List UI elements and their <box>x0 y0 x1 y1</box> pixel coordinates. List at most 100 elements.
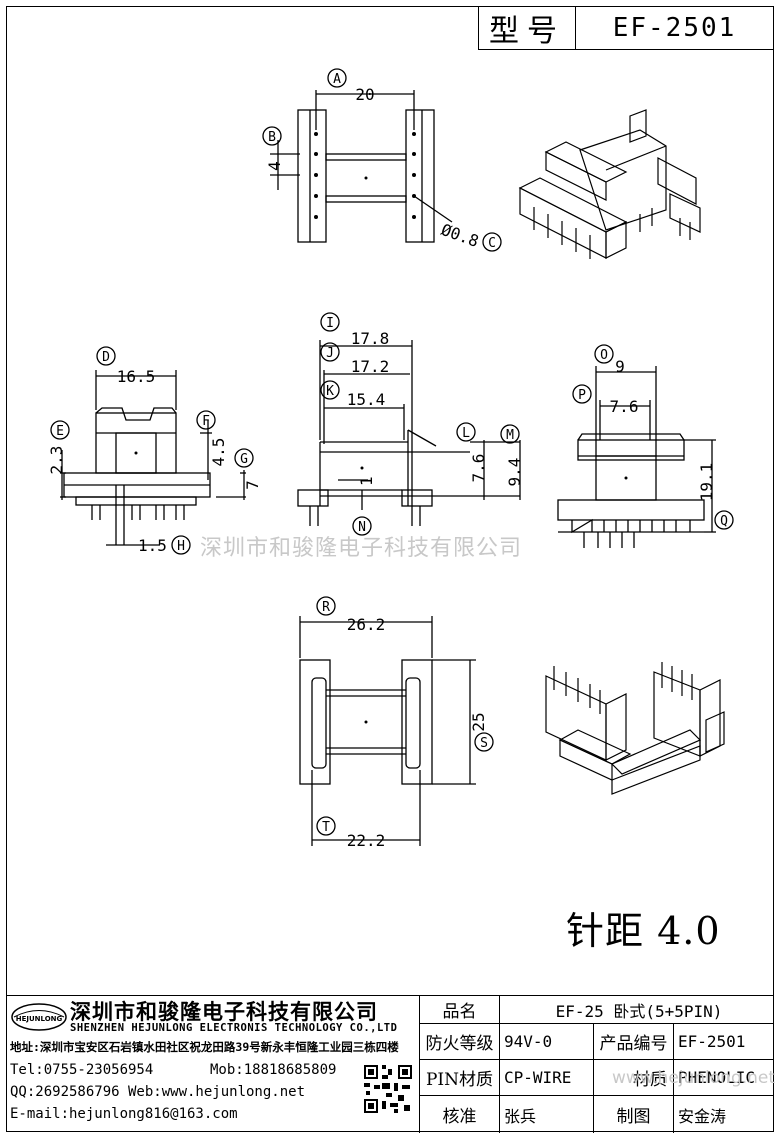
dim-Q-marker <box>714 510 734 530</box>
dim-D: D 16.5 <box>96 346 156 386</box>
dim-P-letter: P <box>578 388 586 403</box>
dim-S-marker <box>474 732 494 752</box>
title-block: HEJUNLONG 深圳市和骏隆电子科技有限公司 SHENZHEN HEJUNL… <box>6 995 774 1133</box>
dim-D-value: 16.5 <box>117 367 156 386</box>
dim-L: L 7.6 <box>456 422 488 483</box>
dim-G-letter: G <box>240 452 248 467</box>
dim-J-value: 17.2 <box>351 357 390 376</box>
dim-O: O 9 <box>594 344 625 376</box>
dim-T-marker <box>316 816 336 836</box>
dim-N: 1 N <box>352 476 376 536</box>
dim-I-value: 17.8 <box>351 329 390 348</box>
dim-G: G 7 <box>234 448 262 490</box>
fire-rating-label: 防火等级 <box>420 1024 500 1060</box>
company-qq-web: QQ:2692586796 Web:www.hejunlong.net <box>10 1084 306 1100</box>
company-block: HEJUNLONG 深圳市和骏隆电子科技有限公司 SHENZHEN HEJUNL… <box>6 996 420 1133</box>
dim-B: B 4 <box>262 126 284 171</box>
dim-M-marker <box>500 424 520 444</box>
company-mob: Mob:18818685809 <box>210 1062 337 1078</box>
drawn-by-label: 制图 <box>594 1096 674 1133</box>
fire-rating-value: 94V-0 <box>500 1024 594 1060</box>
dim-Q-letter: Q <box>720 514 728 529</box>
dim-A-marker <box>327 68 347 88</box>
dim-L-marker <box>456 422 476 442</box>
top-view <box>270 90 453 243</box>
dim-J-letter: J <box>326 346 334 361</box>
dim-R-value: 26.2 <box>347 615 386 634</box>
dim-O-letter: O <box>600 348 608 363</box>
dim-L-value: 7.6 <box>469 454 488 483</box>
model-label: 型号 <box>479 7 576 49</box>
dim-E: E 2.3 <box>47 420 70 474</box>
dim-N-marker <box>352 516 372 536</box>
dim-P: P 7.6 <box>572 384 638 416</box>
company-email: E-mail:hejunlong816@163.com <box>10 1106 238 1122</box>
name-value: EF-25 卧式(5+5PIN) <box>500 996 774 1024</box>
dim-F-value: 4.5 <box>209 438 228 467</box>
dim-K-letter: K <box>326 384 334 399</box>
logo-text: HEJUNLONG <box>16 1015 63 1023</box>
dim-C-letter: C <box>488 236 496 251</box>
dim-I-letter: I <box>326 316 334 331</box>
dim-R-marker <box>316 596 336 616</box>
dim-H-letter: H <box>177 539 185 554</box>
dim-S-letter: S <box>480 736 488 751</box>
dim-M: M 9.4 <box>500 424 524 487</box>
dim-N-letter: N <box>358 520 366 535</box>
dim-T: T 22.2 <box>316 816 386 850</box>
dim-O-value: 9 <box>615 357 625 376</box>
dim-C-marker <box>482 232 502 252</box>
iso-view-top <box>518 109 701 259</box>
approve-value: 张兵 <box>500 1096 594 1133</box>
dim-H: 1.5 H <box>138 535 191 555</box>
dim-D-marker <box>96 346 116 366</box>
dim-M-value: 9.4 <box>505 458 524 487</box>
pin-material-label: PIN材质 <box>420 1060 500 1096</box>
qr-code-icon <box>362 1063 414 1115</box>
dim-G-value: 7 <box>243 480 262 490</box>
dim-H-marker <box>171 535 191 555</box>
dim-E-marker <box>50 420 70 440</box>
bottom-view <box>299 616 476 846</box>
pin-material-value: CP-WIRE <box>500 1060 594 1096</box>
model-value: EF-2501 <box>612 13 737 43</box>
side-view <box>297 340 521 526</box>
company-name-cn: 深圳市和骏隆电子科技有限公司 <box>70 999 378 1024</box>
pin-pitch: 针距 4.0 <box>566 909 721 953</box>
dim-I-marker <box>320 312 340 332</box>
dim-I: I 17.8 <box>320 312 390 348</box>
dim-S: 25 S <box>469 712 494 752</box>
dim-C-value: Ø0.8 <box>439 220 482 251</box>
dim-K-marker <box>320 380 340 400</box>
dim-T-letter: T <box>322 820 330 835</box>
dim-J-marker <box>320 342 340 362</box>
product-code-value: EF-2501 <box>674 1024 774 1060</box>
end-view <box>557 366 716 548</box>
watermark: 深圳市和骏隆电子科技有限公司 <box>200 536 523 561</box>
dim-L-letter: L <box>462 426 470 441</box>
dim-A-value: 20 <box>355 85 374 104</box>
dim-R: R 26.2 <box>316 596 386 634</box>
dim-F: F 4.5 <box>196 410 228 467</box>
dim-A: A 20 <box>327 68 375 104</box>
company-name-en: SHENZHEN HEJUNLONG ELECTRONIS TECHNOLOGY… <box>70 1022 398 1034</box>
iso-view-bottom <box>545 662 725 795</box>
technical-drawing: A 20 B 4 Ø0.8 C <box>47 68 734 850</box>
product-code-label: 产品编号 <box>594 1024 674 1060</box>
company-tel: Tel:0755-23056954 <box>10 1062 154 1078</box>
dim-A-letter: A <box>333 72 341 87</box>
spec-table: 品名 EF-25 卧式(5+5PIN) 防火等级 94V-0 产品编号 EF-2… <box>420 996 774 1133</box>
dim-B-marker <box>262 126 282 146</box>
company-logo-icon: HEJUNLONG <box>11 1003 67 1031</box>
drawn-by-value: 安金涛 <box>678 1106 727 1126</box>
dim-R-letter: R <box>322 600 330 615</box>
drawing-frame <box>6 6 774 1132</box>
dim-F-marker <box>196 410 216 430</box>
dim-T-value: 22.2 <box>347 831 386 850</box>
material-value: PHENOLIC <box>674 1060 774 1096</box>
front-view <box>60 370 246 546</box>
dim-S-value: 25 <box>469 712 488 731</box>
dim-Q: 19.1 Q <box>697 463 734 530</box>
dim-P-marker <box>572 384 592 404</box>
dim-N-value: 1 <box>357 476 376 486</box>
